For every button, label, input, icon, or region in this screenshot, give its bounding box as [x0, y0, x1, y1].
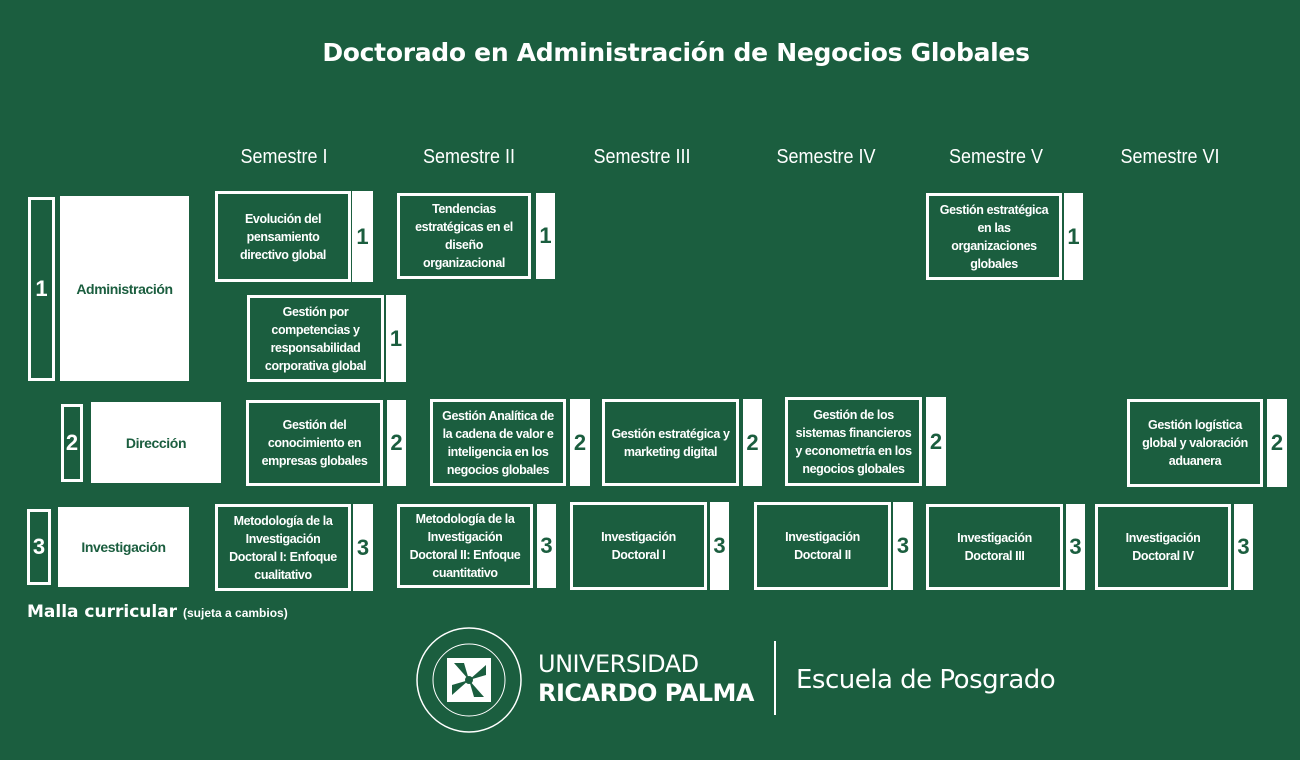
- area-label: Investigación: [58, 507, 189, 587]
- semester-header: Semestre II: [422, 146, 516, 168]
- university-line1: UNIVERSIDAD: [538, 650, 699, 678]
- logo-divider: [774, 641, 776, 715]
- malla-label: Malla curricular (sujeta a cambios): [27, 602, 288, 622]
- course-box: Investigación Doctoral II: [754, 502, 891, 590]
- course-area-tab: 3: [893, 502, 913, 590]
- semester-header: Semestre III: [593, 146, 691, 168]
- course-area-tab: 3: [1066, 504, 1085, 590]
- course-area-tab: 3: [537, 504, 556, 588]
- page-title: Doctorado en Administración de Negocios …: [322, 38, 1030, 67]
- course-area-tab: 2: [570, 399, 590, 486]
- area-number: 2: [61, 404, 83, 482]
- course-area-tab: 2: [743, 399, 762, 486]
- malla-note: (sujeta a cambios): [183, 606, 288, 620]
- course-box: Gestión de los sistemas financieros y ec…: [785, 397, 922, 486]
- semester-header: Semestre IV: [776, 146, 876, 168]
- area-label: Administración: [60, 196, 189, 381]
- course-box: Tendencias estratégicas en el diseño org…: [397, 193, 531, 279]
- school-name: Escuela de Posgrado: [796, 665, 1056, 695]
- course-area-tab: 2: [387, 400, 406, 486]
- course-box: Metodología de la Investigación Doctoral…: [397, 504, 533, 588]
- university-line2: RICARDO PALMA: [538, 679, 754, 707]
- course-area-tab: 1: [352, 191, 373, 282]
- course-area-tab: 3: [353, 504, 373, 591]
- course-box: Gestión del conocimiento en empresas glo…: [246, 400, 383, 486]
- course-box: Evolución del pensamiento directivo glob…: [215, 191, 351, 282]
- area-label: Dirección: [91, 402, 221, 483]
- course-box: Gestión Analítica de la cadena de valor …: [430, 399, 566, 486]
- course-box: Gestión estratégica y marketing digital: [602, 399, 739, 486]
- course-box: Gestión logística global y valoración ad…: [1127, 399, 1263, 487]
- area-number: 3: [27, 509, 51, 585]
- course-box: Gestión estratégica en las organizacione…: [926, 193, 1062, 280]
- semester-header: Semestre V: [948, 146, 1044, 168]
- malla-title: Malla curricular: [27, 602, 178, 622]
- course-area-tab: 1: [536, 193, 555, 279]
- course-area-tab: 2: [1267, 399, 1287, 487]
- course-box: Investigación Doctoral I: [570, 502, 707, 590]
- course-area-tab: 1: [1064, 193, 1083, 280]
- course-area-tab: 3: [710, 502, 729, 590]
- semester-header: Semestre VI: [1120, 146, 1220, 168]
- course-area-tab: 1: [386, 295, 406, 382]
- area-number: 1: [28, 197, 55, 381]
- course-box: Metodología de la Investigación Doctoral…: [215, 504, 351, 591]
- course-area-tab: 2: [926, 397, 946, 486]
- semester-header: Semestre I: [240, 146, 328, 168]
- course-area-tab: 3: [1234, 504, 1253, 590]
- course-box: Investigación Doctoral IV: [1095, 504, 1231, 590]
- course-box: Gestión por competencias y responsabilid…: [247, 295, 384, 382]
- course-box: Investigación Doctoral III: [926, 504, 1063, 590]
- university-seal-logo: [416, 627, 522, 733]
